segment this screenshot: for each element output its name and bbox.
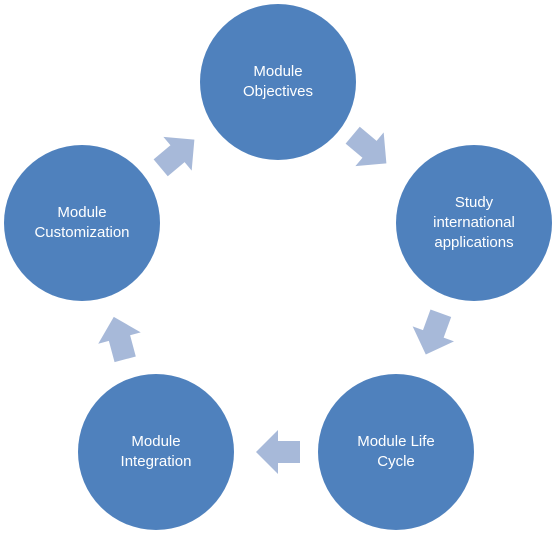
node-label: Study international applications [433,194,515,251]
node-label: Module Integration [120,433,192,470]
node-module-objectives: Module Objectives [200,4,356,160]
node-module-integration: Module Integration [78,374,234,530]
arrow-study-to-lifecycle [412,309,454,355]
node-label: Module Life Cycle [357,433,435,470]
node-module-customization: Module Customization [4,145,160,301]
node-module-life-cycle: Module Life Cycle [318,374,474,530]
node-study-international-applications: Study international applications [396,145,552,301]
arrow-lifecycle-to-integration [256,430,300,474]
arrow-customization-to-objectives [153,136,195,177]
arrow-integration-to-customization [98,316,141,363]
arrow-objectives-to-study [345,126,387,167]
node-label: Module Customization [34,204,130,241]
node-label: Module Objectives [242,63,314,100]
